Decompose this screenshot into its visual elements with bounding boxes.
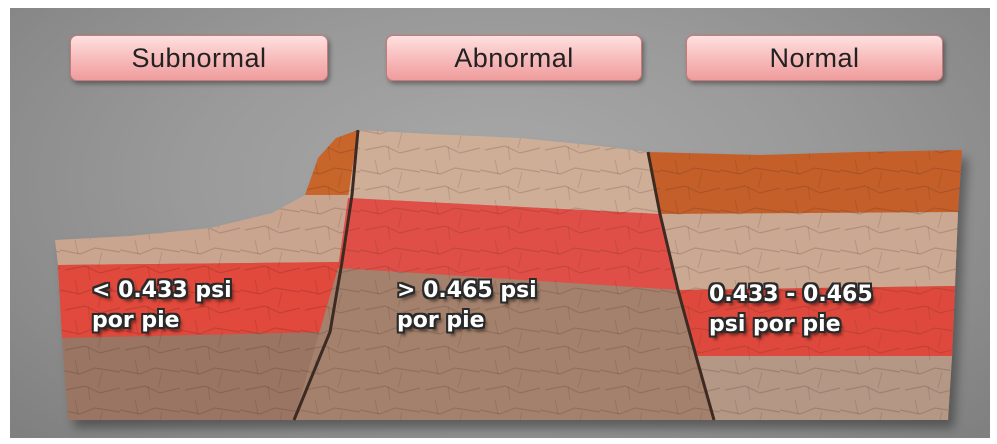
subnormal-pressure-line1: < 0.433 psi	[92, 276, 232, 306]
normal-pressure: 0.433 - 0.465 psi por pie	[709, 280, 873, 340]
label-subnormal: Subnormal	[70, 35, 328, 81]
label-normal: Normal	[686, 35, 943, 81]
subnormal-pressure-line2: por pie	[92, 306, 232, 336]
subnormal-pressure: < 0.433 psi por pie	[92, 276, 232, 336]
label-abnormal-text: Abnormal	[454, 43, 574, 74]
abnormal-pressure-line2: por pie	[397, 306, 537, 336]
label-abnormal: Abnormal	[386, 35, 642, 81]
label-normal-text: Normal	[769, 43, 859, 74]
abnormal-pressure-line1: > 0.465 psi	[397, 276, 537, 306]
label-subnormal-text: Subnormal	[131, 43, 266, 74]
normal-pressure-line1: 0.433 - 0.465	[709, 280, 873, 310]
abnormal-pressure: > 0.465 psi por pie	[397, 276, 537, 336]
normal-pressure-line2: psi por pie	[709, 310, 873, 340]
